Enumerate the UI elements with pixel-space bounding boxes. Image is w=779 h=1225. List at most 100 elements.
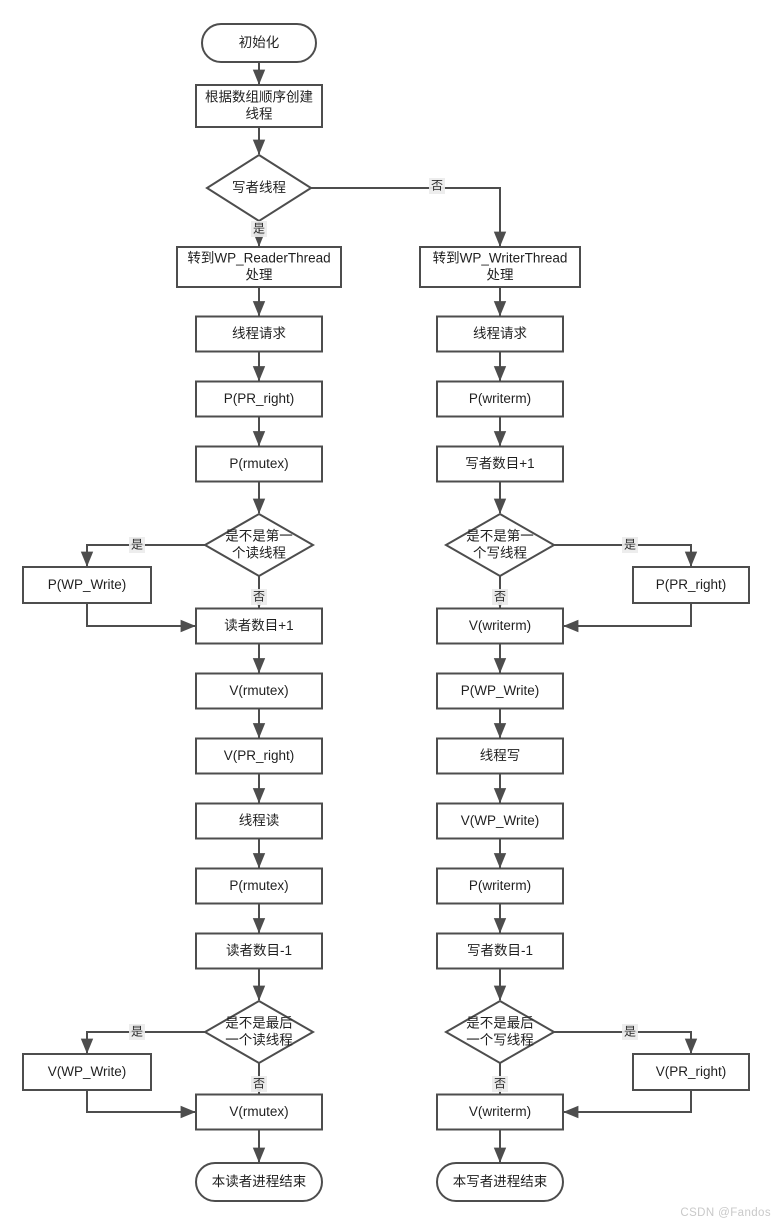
node-start: 初始化: [201, 23, 317, 63]
node-r-p-rmutex2: P(rmutex): [195, 867, 323, 905]
node-r-p-prright: P(PR_right): [195, 380, 323, 418]
node-label: 根据数组顺序创建线程: [205, 89, 313, 121]
node-label: P(writerm): [469, 878, 531, 893]
node-label: 本写者进程结束: [453, 1174, 548, 1189]
edge-label-text: 是: [131, 538, 143, 552]
node-label: V(writerm): [469, 1104, 531, 1119]
node-w-write: 线程写: [436, 737, 564, 775]
edge-label-text: 否: [253, 1077, 265, 1091]
edge-label-text: 否: [253, 590, 265, 604]
node-w-p-writerm2: P(writerm): [436, 867, 564, 905]
node-w-p-writerm: P(writerm): [436, 380, 564, 418]
edge-label-text: 是: [131, 1025, 143, 1039]
node-label: 写者数目+1: [465, 456, 534, 471]
edge-label-text: 否: [494, 590, 506, 604]
node-r-p-wpwrite: P(WP_Write): [22, 566, 152, 604]
node-r-request: 线程请求: [195, 315, 323, 353]
node-label: 线程请求: [473, 326, 527, 341]
node-label: 读者数目+1: [224, 618, 293, 633]
edge-label-r-last-yes: 是: [129, 1024, 145, 1040]
edge-r-isfirst-yes: [80, 544, 205, 567]
edge-label-writer-yes: 是: [251, 221, 267, 237]
edge-label-w-first-yes: 是: [622, 537, 638, 553]
node-label: 是不是第一个写线程: [466, 527, 534, 560]
node-w-count-inc: 写者数目+1: [436, 445, 564, 483]
node-w-p-wpwrite: P(WP_Write): [436, 672, 564, 710]
edge-label-r-first-no: 否: [251, 589, 267, 605]
node-label: V(PR_right): [656, 1064, 727, 1079]
node-label: 线程写: [480, 748, 521, 763]
node-w-v-writerm2: V(writerm): [436, 1093, 564, 1131]
edge-label-w-last-yes: 是: [622, 1024, 638, 1040]
node-create-threads: 根据数组顺序创建线程: [195, 84, 323, 128]
edge-label-w-last-no: 否: [492, 1076, 508, 1092]
node-r-v-wpwrite: V(WP_Write): [22, 1053, 152, 1091]
node-label: P(writerm): [469, 391, 531, 406]
node-label: P(rmutex): [229, 878, 288, 893]
edge-label-r-first-yes: 是: [129, 537, 145, 553]
node-r-end: 本读者进程结束: [195, 1162, 323, 1202]
node-w-is-first: 是不是第一个写线程: [443, 512, 557, 578]
node-is-writer: 写者线程: [205, 153, 313, 223]
edge-label-r-last-no: 否: [251, 1076, 267, 1092]
edge-label-text: 否: [431, 179, 443, 193]
node-w-v-wpwrite: V(WP_Write): [436, 802, 564, 840]
node-w-end: 本写者进程结束: [436, 1162, 564, 1202]
node-label: 是不是最后一个写线程: [466, 1015, 534, 1047]
edges-layer: [80, 62, 698, 1163]
edge-label-text: 是: [253, 222, 265, 236]
node-r-v-rmutex2: V(rmutex): [195, 1093, 323, 1131]
node-r-count-inc: 读者数目+1: [195, 607, 323, 645]
node-r-is-last: 是不是最后一个读线程: [202, 999, 316, 1065]
edge-w-islast-yes: [554, 1031, 698, 1054]
node-w-count-dec: 写者数目-1: [436, 932, 564, 970]
node-r-is-first: 是不是第一个读线程: [202, 512, 316, 578]
node-label: 是不是最后一个读线程: [225, 1015, 293, 1047]
node-w-v-prright: V(PR_right): [632, 1053, 750, 1091]
edge-label-text: 是: [624, 538, 636, 552]
node-label: V(rmutex): [229, 683, 288, 698]
node-label: 读者数目-1: [226, 943, 292, 958]
node-r-v-prright: V(PR_right): [195, 737, 323, 775]
node-w-v-writerm: V(writerm): [436, 607, 564, 645]
node-w-p-prright: P(PR_right): [632, 566, 750, 604]
edge-r-vwpwrite-to-vrmutex: [86, 1090, 196, 1119]
node-label: V(WP_Write): [48, 1064, 127, 1079]
node-label: P(rmutex): [229, 456, 288, 471]
node-label: V(writerm): [469, 618, 531, 633]
edge-r-pwpwrite-to-count: [86, 603, 196, 633]
node-label: V(PR_right): [224, 748, 295, 763]
edge-w-pprright-to-vwriterm: [563, 603, 692, 633]
node-label: 是不是第一个读线程: [225, 527, 293, 560]
node-label: 本读者进程结束: [212, 1174, 307, 1189]
node-r-count-dec: 读者数目-1: [195, 932, 323, 970]
node-label: P(WP_Write): [461, 683, 540, 698]
node-label: P(PR_right): [656, 577, 727, 592]
node-label: V(rmutex): [229, 1104, 288, 1119]
edge-iswriter-no: [311, 187, 507, 247]
node-label: P(PR_right): [224, 391, 295, 406]
node-r-read: 线程读: [195, 802, 323, 840]
node-label: 初始化: [239, 34, 280, 50]
edge-label-w-first-no: 否: [492, 589, 508, 605]
node-w-request: 线程请求: [436, 315, 564, 353]
edge-w-vprright-to-vwriterm: [563, 1090, 692, 1119]
node-label: P(WP_Write): [48, 577, 127, 592]
edge-w-isfirst-yes: [554, 544, 698, 567]
node-r-v-rmutex: V(rmutex): [195, 672, 323, 710]
node-label: 写者线程: [232, 180, 286, 195]
watermark: CSDN @Fandos: [680, 1207, 771, 1219]
edge-label-writer-no: 否: [429, 178, 445, 194]
node-label: 线程读: [239, 813, 280, 828]
edge-label-text: 是: [624, 1025, 636, 1039]
edge-r-islast-yes: [80, 1031, 205, 1054]
node-w-is-last: 是不是最后一个写线程: [443, 999, 557, 1065]
